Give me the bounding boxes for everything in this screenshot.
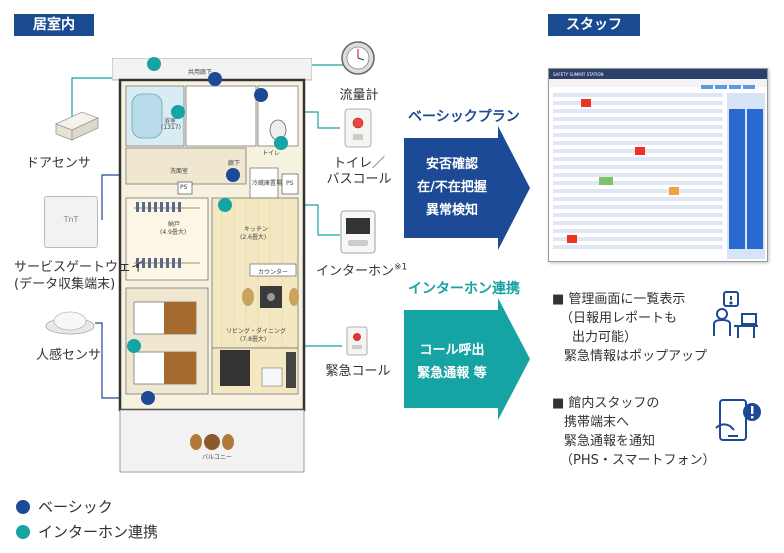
room-kitchen: キッチン bbox=[244, 226, 269, 233]
admin-dashboard-screenshot: SAFETY SUMMIT STATION bbox=[548, 68, 768, 262]
staff-desk-icon bbox=[713, 291, 758, 338]
room-counter: カウンター bbox=[258, 269, 289, 276]
room-kitchen-size: (2.6畳大) bbox=[240, 234, 267, 241]
dashboard-topbar: SAFETY SUMMIT STATION bbox=[549, 69, 767, 79]
room-storage: 納戸 bbox=[168, 221, 181, 228]
legend-intercom: インターホン連携 bbox=[16, 521, 158, 542]
dot-basic-entry bbox=[208, 72, 222, 86]
room-corridor: 共用廊下 bbox=[188, 69, 213, 76]
mobile-feature-4: （PHS・スマートフォン） bbox=[560, 453, 716, 468]
basic-plan-line-2: 在/不在把握 bbox=[417, 180, 487, 195]
toilet-call-label-2: バスコール bbox=[326, 172, 392, 187]
dot-basic-toilet bbox=[226, 168, 240, 182]
dot-intercom-toilet bbox=[274, 136, 288, 150]
legend-intercom-label: インターホン連携 bbox=[38, 523, 159, 541]
room-balcony: バルコニー bbox=[202, 454, 232, 461]
door-sensor-icon bbox=[54, 111, 100, 141]
intercom-plan-line-2: 緊急通報 等 bbox=[417, 366, 487, 381]
smartphone-alert-icon bbox=[715, 399, 761, 441]
intercom-note: ※1 bbox=[394, 262, 408, 273]
basic-plan-line-3: 異常検知 bbox=[425, 203, 478, 218]
indoor-header: 居室内 bbox=[14, 14, 94, 36]
basic-plan-arrow bbox=[404, 126, 530, 250]
room-ps-2: PS bbox=[286, 180, 294, 187]
intercom-label: インターホン※1 bbox=[316, 260, 407, 279]
staff-header: スタッフ bbox=[548, 14, 640, 36]
dot-basic-bath bbox=[254, 88, 268, 102]
intercom-icon bbox=[340, 210, 376, 254]
mobile-feature-2: 携帯端末へ bbox=[564, 415, 630, 430]
legend-basic-label: ベーシック bbox=[38, 498, 113, 516]
room-hallway: 廊下 bbox=[228, 160, 241, 167]
dot-intercom-kitchen bbox=[218, 198, 232, 212]
legend-basic: ベーシック bbox=[16, 496, 113, 517]
dot-basic-bedroom bbox=[141, 391, 155, 405]
motion-sensor-label: 人感センサ bbox=[36, 348, 102, 363]
room-washroom: 洗面室 bbox=[170, 168, 189, 175]
basic-plan-line-1: 安否確認 bbox=[425, 157, 478, 172]
dot-intercom-bath bbox=[171, 105, 185, 119]
mobile-feature-3: 緊急通報を通知 bbox=[564, 434, 656, 449]
intercom-plan-arrow bbox=[404, 298, 530, 420]
room-living: リビング・ダイニング bbox=[226, 328, 287, 335]
room-toilet: トイレ bbox=[262, 150, 281, 157]
intercom-plan-title: インターホン連携 bbox=[408, 281, 520, 297]
room-storage-size: (4.9畳大) bbox=[160, 229, 187, 236]
room-fridge: 冷蔵庫置場 bbox=[252, 180, 283, 187]
emergency-call-icon bbox=[346, 326, 368, 356]
mobile-feature-1: ■ 館内スタッフの bbox=[552, 396, 660, 411]
gateway-label-1: サービスゲートウェイ bbox=[14, 260, 145, 275]
flow-meter-icon bbox=[341, 41, 375, 75]
intercom-plan-line-1: コール呼出 bbox=[419, 343, 485, 358]
admin-feature-1: ■ 管理画面に一覧表示 bbox=[552, 292, 686, 307]
admin-feature-3: 出力可能） bbox=[572, 330, 638, 345]
basic-plan-title: ベーシックプラン bbox=[408, 109, 520, 125]
intercom-label-text: インターホン bbox=[316, 264, 395, 279]
toilet-call-label-1: トイレ／ bbox=[332, 156, 385, 171]
door-sensor-label: ドアセンサ bbox=[26, 156, 91, 171]
flow-meter-label: 流量計 bbox=[339, 88, 379, 103]
emergency-call-label: 緊急コール bbox=[325, 364, 391, 379]
toilet-call-icon bbox=[344, 108, 372, 148]
gateway-label-2: (データ収集端末) bbox=[14, 277, 116, 292]
admin-feature-4: 緊急情報はポップアップ bbox=[564, 349, 708, 364]
room-ps-1: PS bbox=[180, 184, 188, 191]
legend-intercom-swatch bbox=[16, 524, 30, 539]
room-bath-size: (1317) bbox=[161, 124, 181, 131]
legend-basic-swatch bbox=[16, 499, 30, 514]
admin-feature-2: （日報用レポートも bbox=[560, 311, 678, 326]
dot-intercom-door bbox=[147, 57, 161, 71]
dashboard-grid bbox=[549, 79, 767, 259]
dot-intercom-bedroom bbox=[127, 339, 141, 353]
dashboard-brand: SAFETY SUMMIT STATION bbox=[553, 71, 604, 77]
room-bath: 浴室 bbox=[164, 118, 177, 125]
gateway-icon: TnT bbox=[44, 196, 98, 248]
room-living-size: (7.8畳大) bbox=[240, 336, 267, 343]
gateway-logo: TnT bbox=[63, 215, 79, 224]
floor-plan bbox=[112, 58, 312, 473]
motion-sensor-icon bbox=[45, 311, 95, 335]
